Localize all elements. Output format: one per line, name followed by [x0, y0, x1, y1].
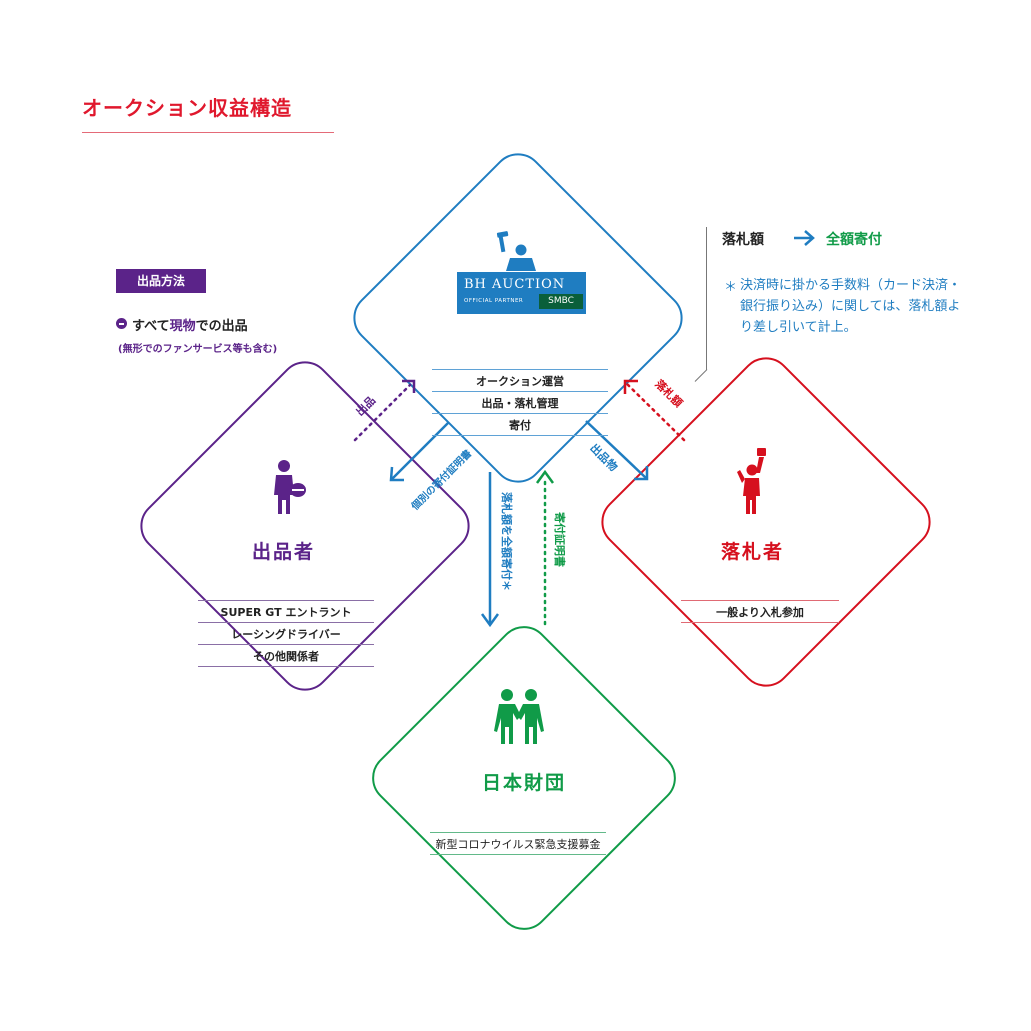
listing-method-subtext: (無形でのファンサービス等も含む)	[118, 344, 278, 355]
info-donation-label: 全額寄付	[826, 232, 882, 248]
page-title: オークション収益構造	[82, 96, 292, 120]
method-text-pre: すべて	[132, 319, 170, 334]
method-text-highlight: 現物	[169, 319, 196, 334]
bidder-name: 落札者	[721, 541, 785, 563]
seller-row: SUPER GT エントラント	[198, 600, 374, 623]
method-text-post: での出品	[195, 319, 248, 334]
minus-circle-icon	[116, 318, 127, 329]
auction-role-row: 出品・落札管理	[432, 392, 608, 414]
listing-method-badge: 出品方法	[116, 269, 206, 293]
listing-method-text: すべて現物での出品	[116, 315, 248, 334]
title-underline	[82, 132, 334, 133]
note-asterisk: ＊	[724, 280, 738, 295]
arrow-label-donate-all: 落札額を全額寄付＊	[500, 492, 513, 591]
auction-roles-table: オークション運営 出品・落札管理 寄付	[432, 369, 608, 436]
fee-note: 決済時に掛かる手数料（カード決済・銀行振り込み）に関しては、落札額より差し引いて…	[740, 278, 962, 335]
seller-table: SUPER GT エントラント レーシングドライバー その他関係者	[198, 600, 374, 667]
auctioneer-icon	[496, 231, 536, 271]
seller-row: レーシングドライバー	[198, 623, 374, 645]
bidder-raised-hand-icon	[737, 448, 766, 514]
seller-row: その他関係者	[198, 645, 374, 667]
logo-text: BH AUCTION	[464, 277, 566, 292]
bh-auction-logo: BH AUCTION OFFICIAL PARTNER SMBC	[457, 272, 586, 314]
arrow-label-certificate: 寄付証明書	[553, 512, 566, 567]
foundation-table: 新型コロナウイルス緊急支援募金	[430, 832, 606, 855]
logo-subtext: OFFICIAL PARTNER	[464, 298, 524, 304]
bidder-table: 一般より入札参加	[681, 600, 839, 623]
donor-person-icon	[274, 460, 306, 514]
seller-name: 出品者	[252, 541, 316, 563]
foundation-row: 新型コロナウイルス緊急支援募金	[430, 832, 606, 855]
info-amount-label: 落札額	[722, 232, 764, 248]
smbc-logo: SMBC	[539, 294, 583, 309]
bidder-row: 一般より入札参加	[681, 600, 839, 623]
auction-role-row: オークション運営	[432, 369, 608, 392]
info-connector-line	[706, 227, 707, 370]
foundation-name: 日本財団	[482, 772, 567, 794]
handshake-people-icon	[494, 689, 544, 744]
auction-role-row: 寄付	[432, 414, 608, 436]
gavel-icon	[496, 231, 509, 238]
